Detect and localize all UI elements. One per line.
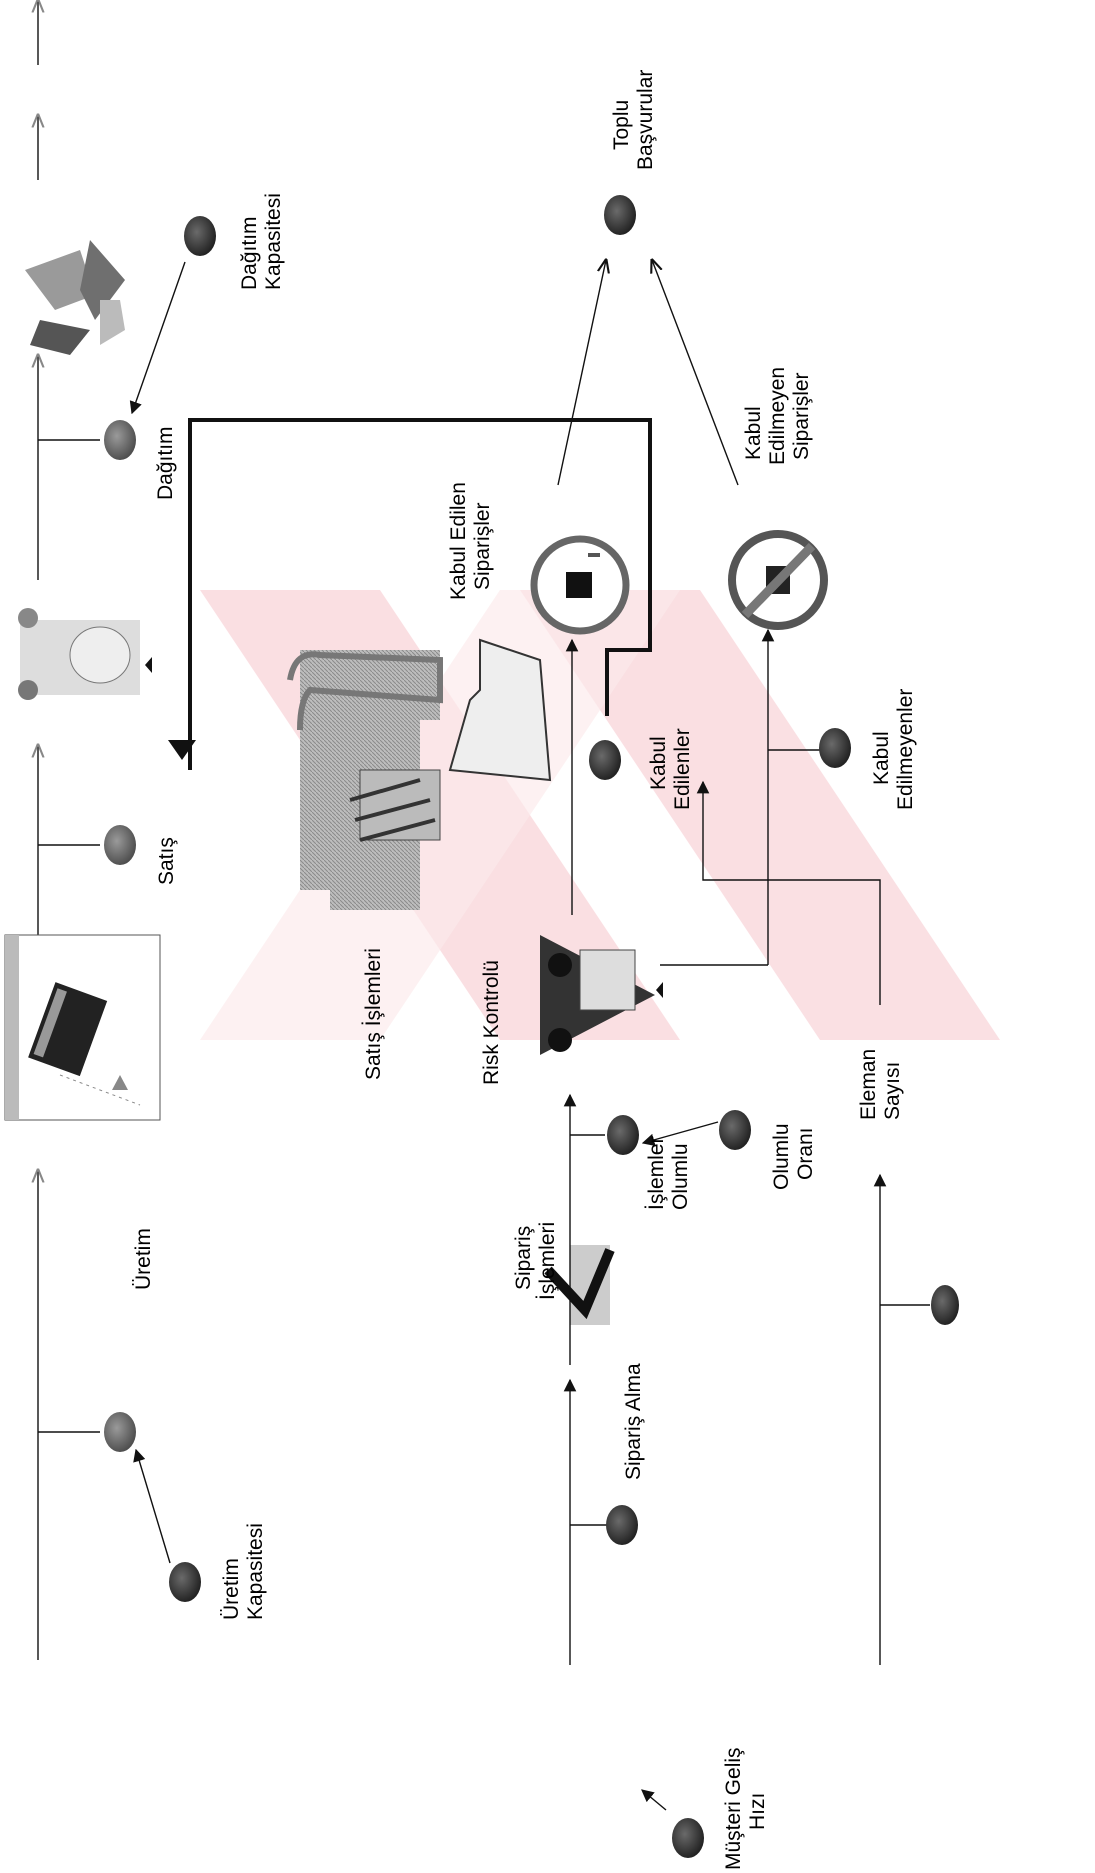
order-check-icon — [544, 1245, 615, 1325]
label-olumlu-orani-1: Olumlu — [770, 1123, 793, 1190]
label-kabul-edilmeyenler-2: Edilmeyenler — [894, 689, 917, 810]
label-satis: Satış — [155, 837, 178, 885]
meeting-icon-top — [18, 608, 152, 700]
label-satis-islemleri: Satış İşlemleri — [362, 948, 385, 1080]
label-kabul-edilen-2: Siparişler — [471, 502, 494, 590]
node-satis — [104, 825, 136, 865]
label-kabul-edilmeyen-1: Kabul — [742, 406, 765, 460]
label-kabul-edilmeyen-2: Edilmeyen — [766, 367, 789, 465]
node-uretim — [104, 1412, 136, 1452]
label-toplu-1: Toplu — [610, 100, 633, 150]
node-kabul-edilenler — [589, 740, 621, 780]
label-uretim-kapasitesi-1: Üretim — [220, 1558, 243, 1620]
label-dagitim: Dağıtım — [154, 426, 177, 500]
label-kabul-edilmeyen-3: Siparişler — [790, 372, 813, 460]
node-kabul-edilmeyenler — [819, 728, 851, 768]
label-siparis-islemleri-2: İşlemleri — [536, 1222, 559, 1300]
node-siparis-alma — [606, 1505, 638, 1545]
label-musteri-gelis-1: Müşteri Geliş — [722, 1747, 745, 1870]
recycle-icon — [25, 240, 125, 355]
node-eleman-sayisi — [931, 1285, 959, 1325]
label-kabul-edilmeyenler-1: Kabul — [870, 731, 893, 785]
node-dagitim-kapasitesi — [184, 216, 216, 256]
node-dagitim — [104, 420, 136, 460]
label-kabul-edilenler-1: Kabul — [647, 736, 670, 790]
label-kabul-edilen-1: Kabul Edilen — [447, 482, 470, 600]
label-eleman-sayisi-1: Eleman — [857, 1049, 880, 1120]
label-musteri-gelis-2: Hızı — [746, 1793, 769, 1830]
label-siparis-alma: Sipariş Alma — [622, 1363, 645, 1480]
label-kabul-edilenler-2: Edilenler — [671, 728, 694, 810]
label-olumlu-orani-2: Oranı — [794, 1127, 817, 1180]
label-dagitim-kapasitesi-2: Kapasitesi — [262, 193, 285, 290]
node-uretim-kapasitesi — [169, 1562, 201, 1602]
node-musteri-gelis-hizi — [672, 1818, 704, 1858]
label-toplu-2: Başvurular — [634, 70, 657, 170]
label-islemler-olumlu-1: İşlemler — [645, 1136, 668, 1210]
label-siparis-islemleri-1: Sipariş — [512, 1226, 535, 1290]
office-supplies-image — [287, 638, 552, 910]
label-uretim: Üretim — [132, 1228, 155, 1290]
label-uretim-kapasitesi-2: Kapasitesi — [244, 1523, 267, 1620]
calculator-icon — [4, 934, 161, 1121]
node-islemler-olumlu — [607, 1115, 639, 1155]
rejected-order-icon — [728, 530, 828, 630]
risk-control-meeting-icon — [540, 935, 663, 1055]
node-olumlu-orani — [719, 1110, 751, 1150]
label-eleman-sayisi-2: Sayısı — [881, 1062, 904, 1120]
return-flow-line — [188, 418, 652, 770]
label-islemler-olumlu-2: Olumlu — [669, 1143, 692, 1210]
label-risk-kontrolu: Risk Kontrolü — [480, 960, 503, 1085]
label-dagitim-kapasitesi-1: Dağıtım — [238, 216, 261, 290]
node-toplu-basvurular — [604, 195, 636, 235]
accepted-order-icon — [530, 535, 630, 635]
